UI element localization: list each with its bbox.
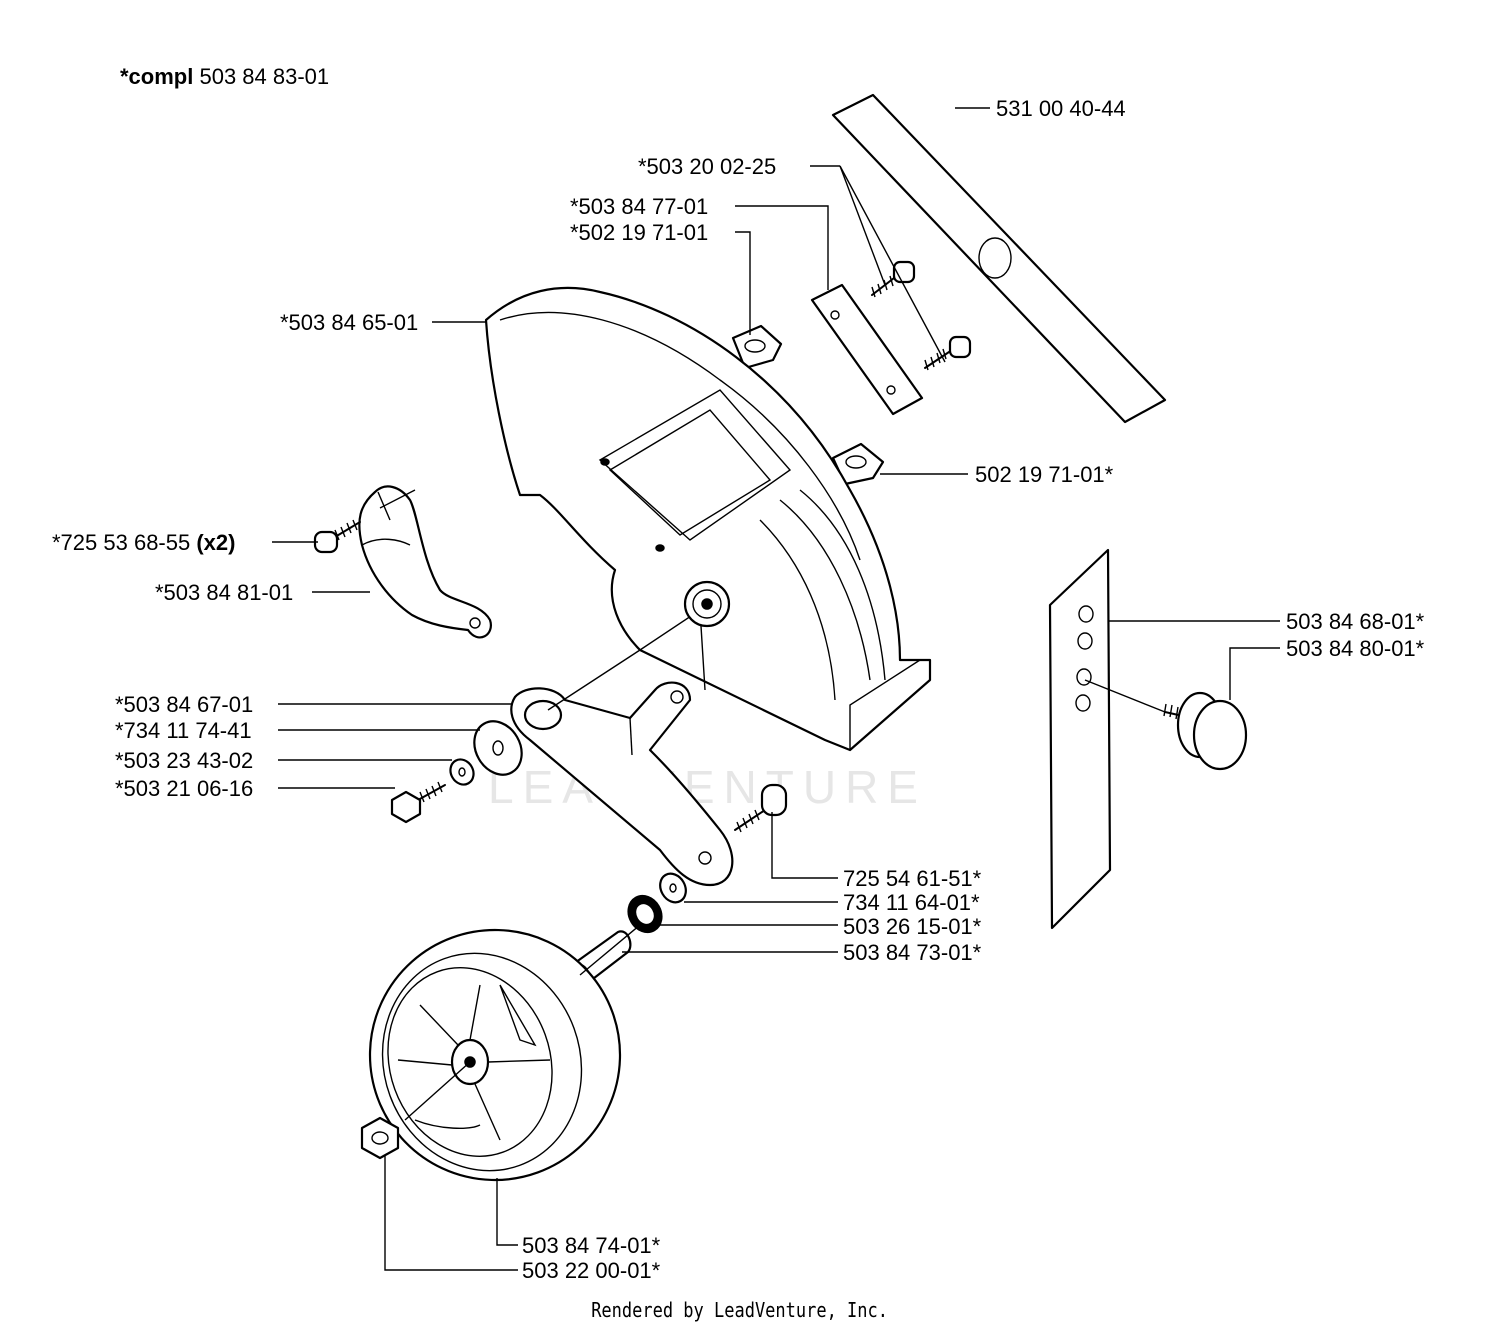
axle-washer-drawing [659, 872, 687, 904]
part-label-502197101-upper: *502 19 71-01 [570, 220, 709, 245]
edging-plate-drawing [1048, 548, 1112, 930]
knob-drawing [1163, 691, 1248, 771]
leader-lines [272, 107, 1280, 1271]
blade-drawing [831, 93, 1167, 424]
part-label-503234302: *503 23 43-02 [115, 748, 254, 773]
part-label-503847701: *503 84 77-01 [570, 194, 709, 219]
screw-drawing-lower [924, 335, 972, 371]
part-label-503200225: *503 20 02-25 [638, 154, 777, 179]
part-quantity-725536855: (x2) [196, 530, 236, 555]
compl-number: 503 84 83-01 [199, 64, 330, 89]
clamp-plate-drawing [810, 283, 924, 416]
guard-drawing [484, 286, 932, 752]
wheel-nut-drawing [360, 1116, 400, 1160]
compl-prefix: *compl [120, 64, 194, 89]
part-label-725546151: 725 54 61-51* [843, 866, 982, 891]
wheel-drawing [368, 928, 622, 1182]
part-label-734117441: *734 11 74-41 [115, 718, 252, 743]
part-label-503846801: 503 84 68-01* [1286, 609, 1425, 634]
clamp-screw-drawing [313, 519, 361, 554]
part-label-503847401: 503 84 74-01* [522, 1233, 661, 1258]
part-label-503261501: 503 26 15-01* [843, 914, 982, 939]
part-label-503210616: *503 21 06-16 [115, 776, 254, 801]
part-label-503846501: *503 84 65-01 [280, 310, 419, 335]
part-number-725536855: *725 53 68-55 [52, 530, 191, 555]
large-washer-drawing [473, 720, 523, 776]
footer-credit: Rendered by LeadVenture, Inc. [591, 1298, 889, 1322]
part-label-503848101: *503 84 81-01 [155, 580, 294, 605]
part-label-531004044: 531 00 40-44 [996, 96, 1126, 121]
axle-screw-drawing [734, 783, 788, 833]
part-label-734116401: 734 11 64-01* [843, 890, 980, 915]
compl-label: *compl 503 84 83-01 [120, 64, 329, 90]
part-label-725536855: *725 53 68-55 (x2) [52, 530, 235, 556]
watermark: LEADVENTURE [488, 761, 927, 813]
part-label-503848001: 503 84 80-01* [1286, 636, 1425, 661]
part-label-503220001: 503 22 00-01* [522, 1258, 661, 1283]
part-label-503847301: 503 84 73-01* [843, 940, 982, 965]
part-label-502197101-lower: 502 19 71-01* [975, 462, 1114, 487]
arm-bolt-drawing [390, 781, 446, 824]
bearing-drawing [627, 894, 663, 934]
wheel-arm-drawing [510, 681, 734, 887]
part-label-503846701: *503 84 67-01 [115, 692, 254, 717]
clamp-drawing [358, 485, 492, 639]
small-washer-drawing [449, 758, 475, 786]
